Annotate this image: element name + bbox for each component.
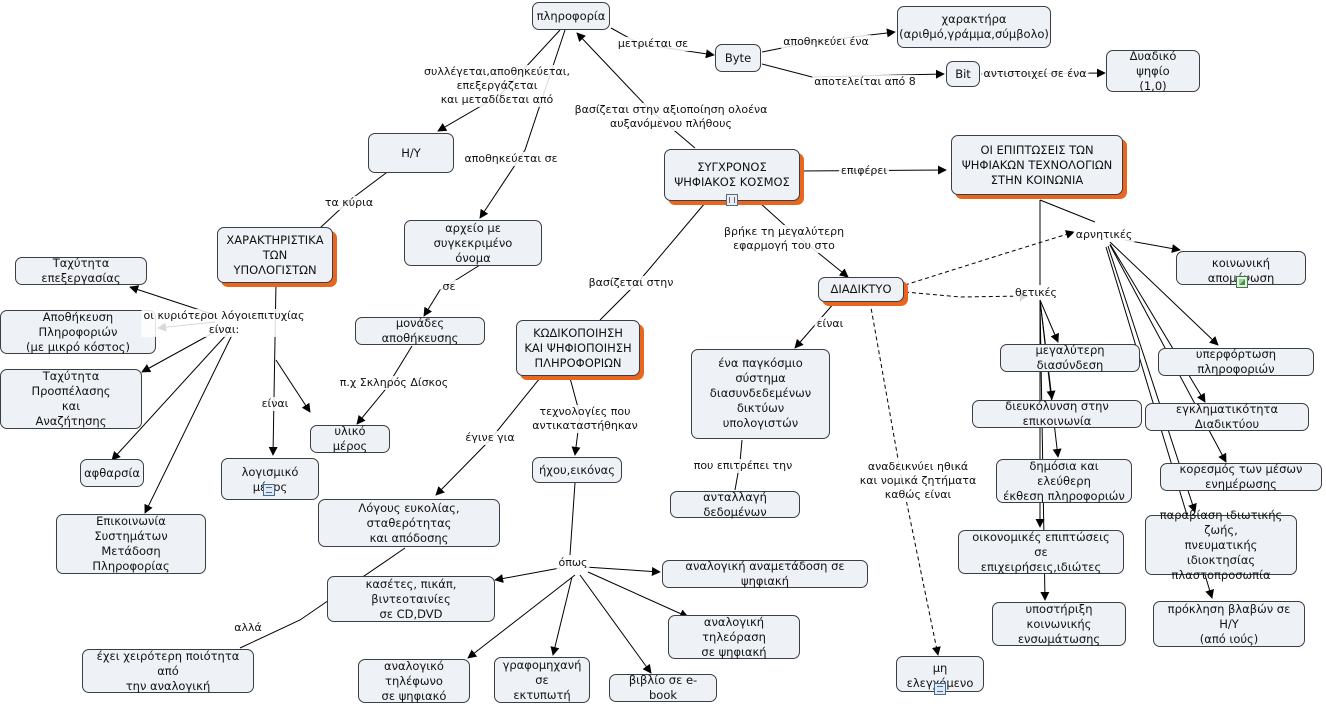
label-apothikeyetai: αποθηκεύεται σε — [462, 152, 560, 166]
node-monades[interactable]: μονάδες αποθήκευσης — [355, 316, 485, 345]
note-icon[interactable] — [934, 683, 946, 695]
node-kasetes[interactable]: κασέτες, πικάπ, βιντεοταινίες σε CD,DVD — [327, 576, 495, 622]
node-egklimatikotita[interactable]: εγκληματικότητα Διαδικτύου — [1145, 402, 1309, 431]
node-charaktiristika[interactable]: ΧΑΡΑΚΤΗΡΙΣΤΙΚΑ ΤΩΝ ΥΠΟΛΟΓΙΣΤΩΝ — [217, 227, 333, 283]
node-pliroforia[interactable]: πληροφορία — [532, 2, 610, 30]
node-apothikeysi[interactable]: Αποθήκευση Πληροφοριών (με μικρό κόστος) — [0, 310, 156, 354]
label-pou-epitrepei: που επιτρέπει την — [691, 459, 795, 473]
label-anadeiknyei: αναδεικνύει ηθικά και νομικά ζητήματα κα… — [857, 460, 979, 502]
node-grafomichani[interactable]: γραφομηχανή σε εκτυπωτή — [494, 657, 590, 703]
label-antistoichei: αντιστοιχεί σε ένα — [981, 67, 1089, 81]
node-koresmos[interactable]: κορεσμός των μέσων ενημέρωσης — [1160, 462, 1322, 491]
label-syllegetai: συλλέγεται,αποθηκεύεται, επεξεργάζεται κ… — [422, 65, 572, 107]
node-paraviasi[interactable]: παραβίαση ιδιωτικής ζωής, πνευματικής ιδ… — [1145, 508, 1297, 582]
label-apoteleitai: αποτελείται από 8 — [812, 75, 918, 89]
node-dyadiko[interactable]: Δυαδικό ψηφίο (1,0) — [1106, 49, 1200, 93]
node-analogiki-anam[interactable]: αναλογική αναμετάδοση σε ψηφιακή — [662, 559, 868, 588]
node-ichou[interactable]: ήχου,εικόνας — [532, 457, 622, 483]
node-yperfortosi[interactable]: υπερφόρτωση πληροφοριών — [1158, 347, 1314, 376]
label-px: π.χ Σκληρός Δίσκος — [337, 376, 451, 390]
label-egine-gia: έγινε για — [463, 431, 517, 445]
node-cheiroteri[interactable]: έχει χειρότερη ποιότητα από την αναλογικ… — [82, 649, 254, 693]
label-einai-hy: είναι — [259, 397, 291, 411]
film-icon[interactable] — [726, 194, 738, 206]
node-taxytita-pros[interactable]: Ταχύτητα Προσπέλασης και Αναζήτησης — [0, 369, 142, 429]
label-alla: αλλά — [232, 621, 264, 635]
label-apothikeyei: αποθηκεύει ένα — [781, 35, 871, 49]
node-oikonomikes[interactable]: οικονομικές επιπτώσεις σε επιχειρήσεις,ι… — [958, 530, 1124, 574]
label-vasizetai-axiopoiisi: βασίζεται στην αξιοποίηση ολοένα αυξανόμ… — [572, 103, 770, 131]
node-aftharsia[interactable]: αφθαρσία — [80, 459, 144, 487]
node-kodikopoiisi[interactable]: ΚΩΔΙΚΟΠΟΙΗΣΗ ΚΑΙ ΨΗΦΙΟΠΟΙΗΣΗ ΠΛΗΡΟΦΟΡΙΩΝ — [516, 320, 640, 376]
label-vasizetai-stin: βασίζεται στην — [586, 276, 676, 290]
label-metrietai: μετριέται σε — [615, 37, 691, 51]
node-ypostirixi[interactable]: υποστήριξη κοινωνικής ενσωμάτωσης — [992, 602, 1126, 646]
node-analogiko-til[interactable]: αναλογικό τηλέφωνο σε ψηφιακό — [358, 659, 470, 703]
label-vrike: βρήκε τη μεγαλύτερη εφαρμογή του στο — [721, 225, 847, 253]
node-vivlio[interactable]: βιβλίο σε e-book — [609, 673, 717, 702]
node-provlepsi[interactable]: πρόκληση βλαβών σε Η/Υ (από ιούς) — [1153, 601, 1305, 647]
node-epikoinonia[interactable]: Επικοινωνία Συστημάτων Μετάδοση Πληροφορ… — [56, 514, 206, 574]
node-dieykolynsi[interactable]: διευκόλυνση στην επικοινωνία — [972, 399, 1142, 428]
node-charaktira[interactable]: χαρακτήρα (αριθμό,γράμμα,σύμβολο) — [897, 6, 1051, 48]
node-pagkosmio[interactable]: ένα παγκόσμιο σύστημα διασυνδεδεμένων δι… — [691, 349, 830, 439]
label-arnitikes: αρνητικές — [1073, 228, 1135, 242]
node-bit[interactable]: Bit — [946, 61, 980, 87]
node-megalyteri[interactable]: μεγαλύτερη διασύνδεση — [1000, 343, 1140, 372]
node-logismiko[interactable]: λογισμικό μέρος — [221, 458, 319, 500]
image-icon[interactable] — [1236, 276, 1248, 288]
note-icon[interactable] — [263, 484, 275, 496]
node-taxytita-epex[interactable]: Ταχύτητα επεξεργασίας — [15, 256, 147, 285]
node-logous[interactable]: Λόγους ευκολίας, σταθερότητας και απόδοσ… — [318, 499, 500, 547]
label-thetikes: θετικές — [1013, 286, 1059, 300]
label-se: σε — [440, 280, 458, 294]
label-texnologies: τεχνολογίες που αντικαταστήθηκαν — [530, 405, 640, 433]
node-yliko[interactable]: υλικό μέρος — [310, 424, 390, 453]
node-analogiki-tile[interactable]: αναλογική τηλεόραση σε ψηφιακή — [668, 615, 800, 659]
node-diadiktyo[interactable]: ΔΙΑΔΙΚΤΥΟ — [818, 277, 904, 302]
label-ta-kyria: τα κύρια — [322, 196, 376, 210]
label-oi-kyrioteroi: οι κυριότεροι λόγοιεπιτυχίας είναι: — [141, 309, 307, 337]
node-dimosia[interactable]: δημόσια και ελεύθερη έκθεση πληροφοριών — [996, 459, 1132, 503]
node-antallagi[interactable]: ανταλλαγή δεδομένων — [670, 490, 800, 519]
node-archeio[interactable]: αρχείο με συγκεκριμένο όνομα — [404, 220, 542, 266]
node-hy[interactable]: Η/Υ — [368, 133, 454, 173]
node-epiptoseis[interactable]: ΟΙ ΕΠΙΠΤΩΣΕΙΣ ΤΩΝ ΨΗΦΙΑΚΩΝ ΤΕΧΝΟΛΟΓΙΩΝ Σ… — [951, 135, 1123, 195]
label-einai-diad: είναι — [814, 317, 846, 331]
label-opos: όπως — [556, 556, 590, 570]
label-epiferei: επιφέρει — [838, 164, 890, 178]
node-byte[interactable]: Byte — [715, 44, 761, 72]
